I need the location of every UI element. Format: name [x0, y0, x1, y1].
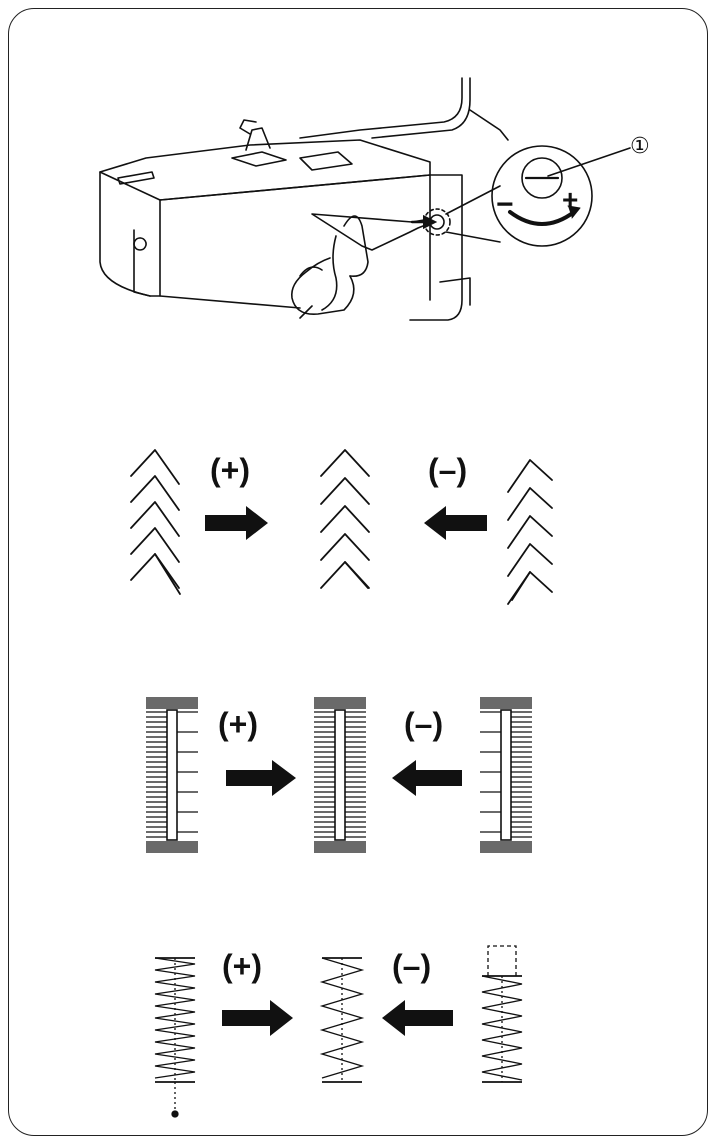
chevron-stitch — [130, 501, 180, 537]
satin-zigzag — [319, 957, 365, 1079]
chevron-stitch — [130, 553, 180, 589]
chevron-tail — [154, 553, 181, 595]
chevron-stitch — [320, 449, 370, 477]
chevron-stitch — [507, 571, 553, 605]
row2-plus-label: (+) — [218, 706, 258, 742]
thread-knot — [171, 1110, 179, 1118]
chevron-stitch — [507, 515, 553, 549]
satin-zigzag — [154, 957, 196, 1079]
chevron-stitch — [320, 533, 370, 561]
inset-plus-sign: + — [562, 184, 579, 215]
chevron-tail — [344, 561, 369, 589]
row2-minus-label: (–) — [404, 706, 444, 742]
zigzag-loose-stitch — [507, 459, 553, 605]
buttonhole-sparse-right — [480, 697, 532, 853]
page-frame — [8, 8, 708, 1136]
bartack-row — [154, 945, 523, 1118]
arrow-left-row3 — [382, 1000, 453, 1036]
row3-plus-label: (+) — [222, 948, 262, 984]
callout-number-1: ① — [630, 134, 650, 159]
buttonhole-slot — [334, 709, 346, 841]
zigzag-balanced-stitch — [320, 449, 370, 589]
row3-minus-label: (–) — [392, 948, 432, 984]
buttonhole-slot — [500, 709, 512, 841]
zigzag-tight-stitch — [130, 449, 181, 595]
buttonhole-row — [146, 697, 532, 853]
chevron-stitch — [130, 449, 180, 485]
bartack-dense-with-tail — [154, 957, 196, 1118]
zigzag-row — [130, 449, 553, 605]
arrow-right-row2 — [226, 760, 296, 796]
chevron-stitch — [320, 505, 370, 533]
sewing-machine-illustration — [99, 77, 631, 321]
chevron-stitch — [130, 475, 180, 511]
dashed-outline — [487, 945, 517, 976]
buttonhole-balanced — [314, 697, 366, 853]
chevron-stitch — [507, 487, 553, 521]
chevron-stitch — [130, 527, 180, 563]
arrow-left-row1 — [424, 506, 487, 540]
arrow-right-row3 — [222, 1000, 293, 1036]
arrow-right-row1 — [205, 506, 268, 540]
bartack-short-with-dashed-top — [481, 945, 523, 1083]
inset-minus-sign: − — [496, 188, 514, 221]
chevron-stitch — [320, 561, 370, 589]
buttonhole-slot — [166, 709, 178, 841]
chevron-stitch — [507, 459, 553, 493]
row1-minus-label: (–) — [428, 452, 468, 488]
chevron-tail — [511, 571, 531, 601]
arrow-left-row2 — [392, 760, 462, 796]
chevron-stitch — [320, 477, 370, 505]
buttonhole-sparse-left — [146, 697, 198, 853]
row1-plus-label: (+) — [210, 452, 250, 488]
chevron-stitch — [507, 543, 553, 577]
bartack-balanced — [319, 957, 365, 1083]
